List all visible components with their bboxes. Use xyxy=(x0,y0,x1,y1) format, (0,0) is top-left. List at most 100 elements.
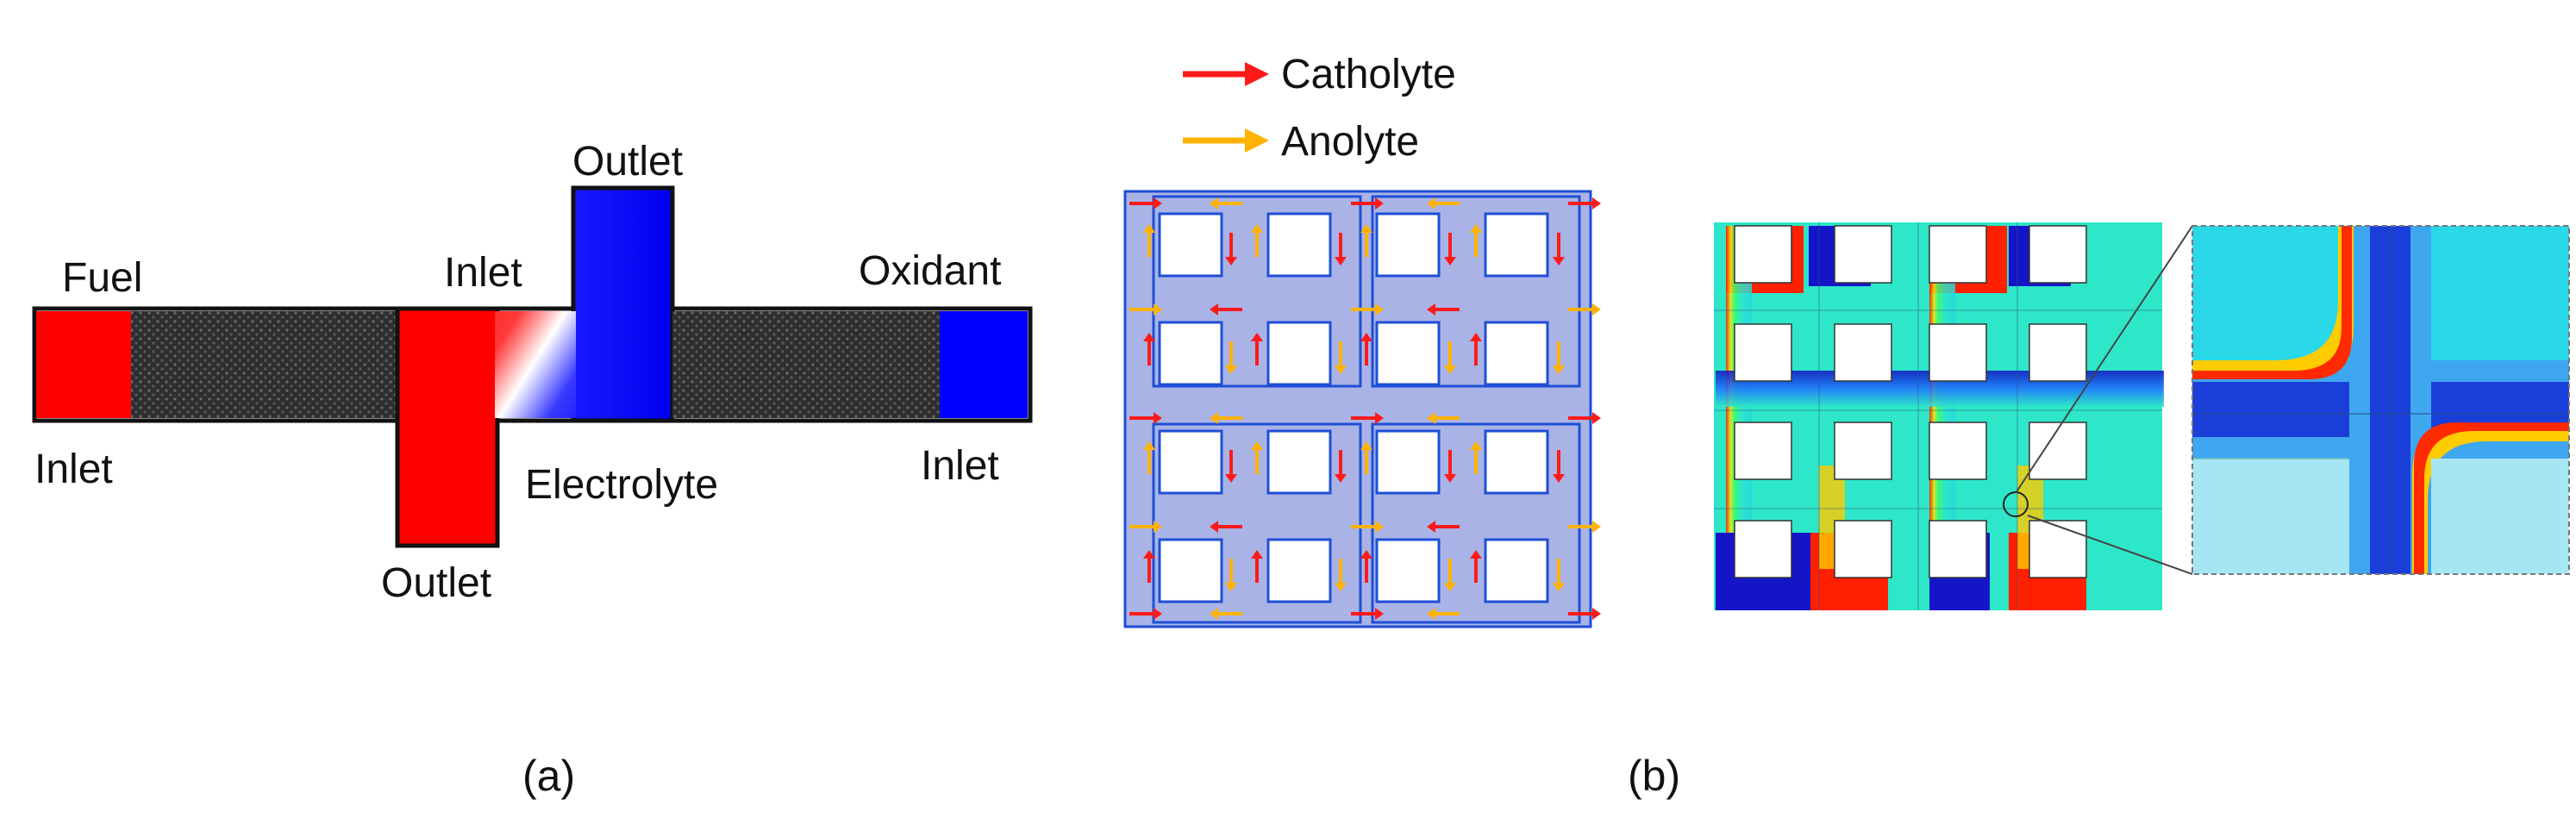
flow-arrow-head xyxy=(1592,521,1601,533)
flow-arrow-head xyxy=(1335,583,1347,591)
fuel-inlet-region xyxy=(36,311,131,418)
grid-cell xyxy=(1266,538,1332,603)
anolyte-arrow-icon xyxy=(1245,128,1269,153)
flow-arrow-head xyxy=(1427,608,1435,620)
flow-arrow-head xyxy=(1470,550,1482,559)
grid-cell xyxy=(1484,321,1549,386)
grid-cell xyxy=(1158,429,1223,495)
flow-arrows xyxy=(1129,197,1601,620)
flow-arrow-head xyxy=(1553,257,1565,266)
oxidant-label: Oxidant xyxy=(859,248,1001,294)
zoom-inset xyxy=(2192,226,2569,574)
flow-arrow-head xyxy=(1154,303,1162,316)
flow-arrow-head xyxy=(1251,441,1263,450)
flow-arrow-head xyxy=(1143,333,1155,341)
flow-arrow-head xyxy=(1470,441,1482,450)
flow-arrow-head xyxy=(1143,550,1155,559)
grid-cell xyxy=(1266,429,1332,495)
electrolyte-inlet-label: Inlet xyxy=(444,250,522,296)
flow-arrow-head xyxy=(1210,412,1218,424)
zoom-inset-frame xyxy=(2191,225,2570,575)
heat-map-cells xyxy=(1714,222,2162,610)
bottom-outlet-label: Outlet xyxy=(381,560,491,606)
grid-cell xyxy=(1266,321,1332,386)
flow-arrow-head xyxy=(1143,441,1155,450)
zoom-connectors xyxy=(2015,225,2193,575)
flow-arrow-head xyxy=(1375,521,1384,533)
grid-block-outline xyxy=(1371,422,1581,624)
flow-arrow-head xyxy=(1210,608,1218,620)
flow-arrow-head xyxy=(1210,303,1218,316)
flow-arrow-head xyxy=(1592,303,1601,316)
flow-arrow-head xyxy=(1360,333,1372,341)
flow-arrow-head xyxy=(1427,303,1435,316)
heat-map-cell xyxy=(1929,225,1987,284)
oxidant-inlet-label: Inlet xyxy=(921,443,999,489)
flow-arrow-head xyxy=(1210,521,1218,533)
panel-a-schematic: Fuel Inlet Inlet Outlet Oxidant Inlet El… xyxy=(32,139,1033,606)
caption-a: (a) xyxy=(522,752,575,800)
heat-map-cell xyxy=(1929,323,1987,382)
legend: Catholyte Anolyte xyxy=(1183,52,1456,165)
flow-arrow-head xyxy=(1154,608,1162,620)
flow-arrow-head xyxy=(1251,333,1263,341)
grid-cells xyxy=(1152,195,1581,624)
heat-map-cell xyxy=(1834,323,1892,382)
flow-arrow-head xyxy=(1592,412,1601,424)
heat-map-cell xyxy=(1834,520,1892,578)
grid-cell xyxy=(1375,321,1441,386)
flow-arrow-head xyxy=(1444,257,1456,266)
grid-cell xyxy=(1375,538,1441,603)
legend-label-catholyte: Catholyte xyxy=(1281,52,1456,97)
grid-block-outline xyxy=(1371,195,1581,388)
legend-item-catholyte: Catholyte xyxy=(1183,52,1456,97)
flow-arrow-head xyxy=(1444,474,1456,483)
flow-arrow-head xyxy=(1375,412,1384,424)
flow-arrow-head xyxy=(1592,608,1601,620)
grid-cell xyxy=(1158,321,1223,386)
flow-arrow-head xyxy=(1470,224,1482,233)
fuel-label: Fuel xyxy=(62,255,142,301)
flow-arrow-head xyxy=(1553,474,1565,483)
flow-arrow-head xyxy=(1335,366,1347,374)
flow-arrow-head xyxy=(1335,474,1347,483)
flow-arrow-head xyxy=(1375,197,1384,209)
heat-map xyxy=(1714,222,2164,610)
legend-item-anolyte: Anolyte xyxy=(1183,119,1419,165)
heat-map-cell xyxy=(1929,422,1987,480)
heat-map-cell xyxy=(1734,422,1792,480)
grid-cell xyxy=(1484,429,1549,495)
legend-label-anolyte: Anolyte xyxy=(1281,119,1419,165)
heat-map-cell xyxy=(1834,422,1892,480)
heat-map-cell xyxy=(2029,520,2087,578)
flow-arrow-head xyxy=(1553,583,1565,591)
heat-map-cell xyxy=(1734,323,1792,382)
right-porous-electrode xyxy=(672,311,940,418)
flow-arrow-head xyxy=(1553,366,1565,374)
flow-arrow-head xyxy=(1360,550,1372,559)
flow-arrow-head xyxy=(1427,521,1435,533)
flow-arrow-head xyxy=(1360,224,1372,233)
heat-map-cell xyxy=(2029,422,2087,480)
flow-arrow-head xyxy=(1154,412,1162,424)
flow-arrow-head xyxy=(1360,441,1372,450)
grid-cell xyxy=(1484,538,1549,603)
flow-arrow-head xyxy=(1225,257,1237,266)
flow-arrow-head xyxy=(1444,583,1456,591)
grid-cell xyxy=(1158,538,1223,603)
flow-arrow-head xyxy=(1427,197,1435,209)
flow-arrow-head xyxy=(1154,521,1162,533)
heat-map-cell xyxy=(1929,520,1987,578)
flow-arrow-head xyxy=(1251,550,1263,559)
flow-arrow-head xyxy=(1427,412,1435,424)
flow-arrow-head xyxy=(1225,366,1237,374)
grid-cell xyxy=(1375,212,1441,278)
oxidant-inlet-region xyxy=(940,311,1028,418)
heat-map-cell xyxy=(2029,225,2087,284)
flow-grid-diagram xyxy=(1123,190,1601,628)
grid-cell xyxy=(1484,212,1549,278)
heat-map-cell xyxy=(1734,520,1792,578)
flow-arrow-head xyxy=(1225,583,1237,591)
flow-arrow-head xyxy=(1335,257,1347,266)
